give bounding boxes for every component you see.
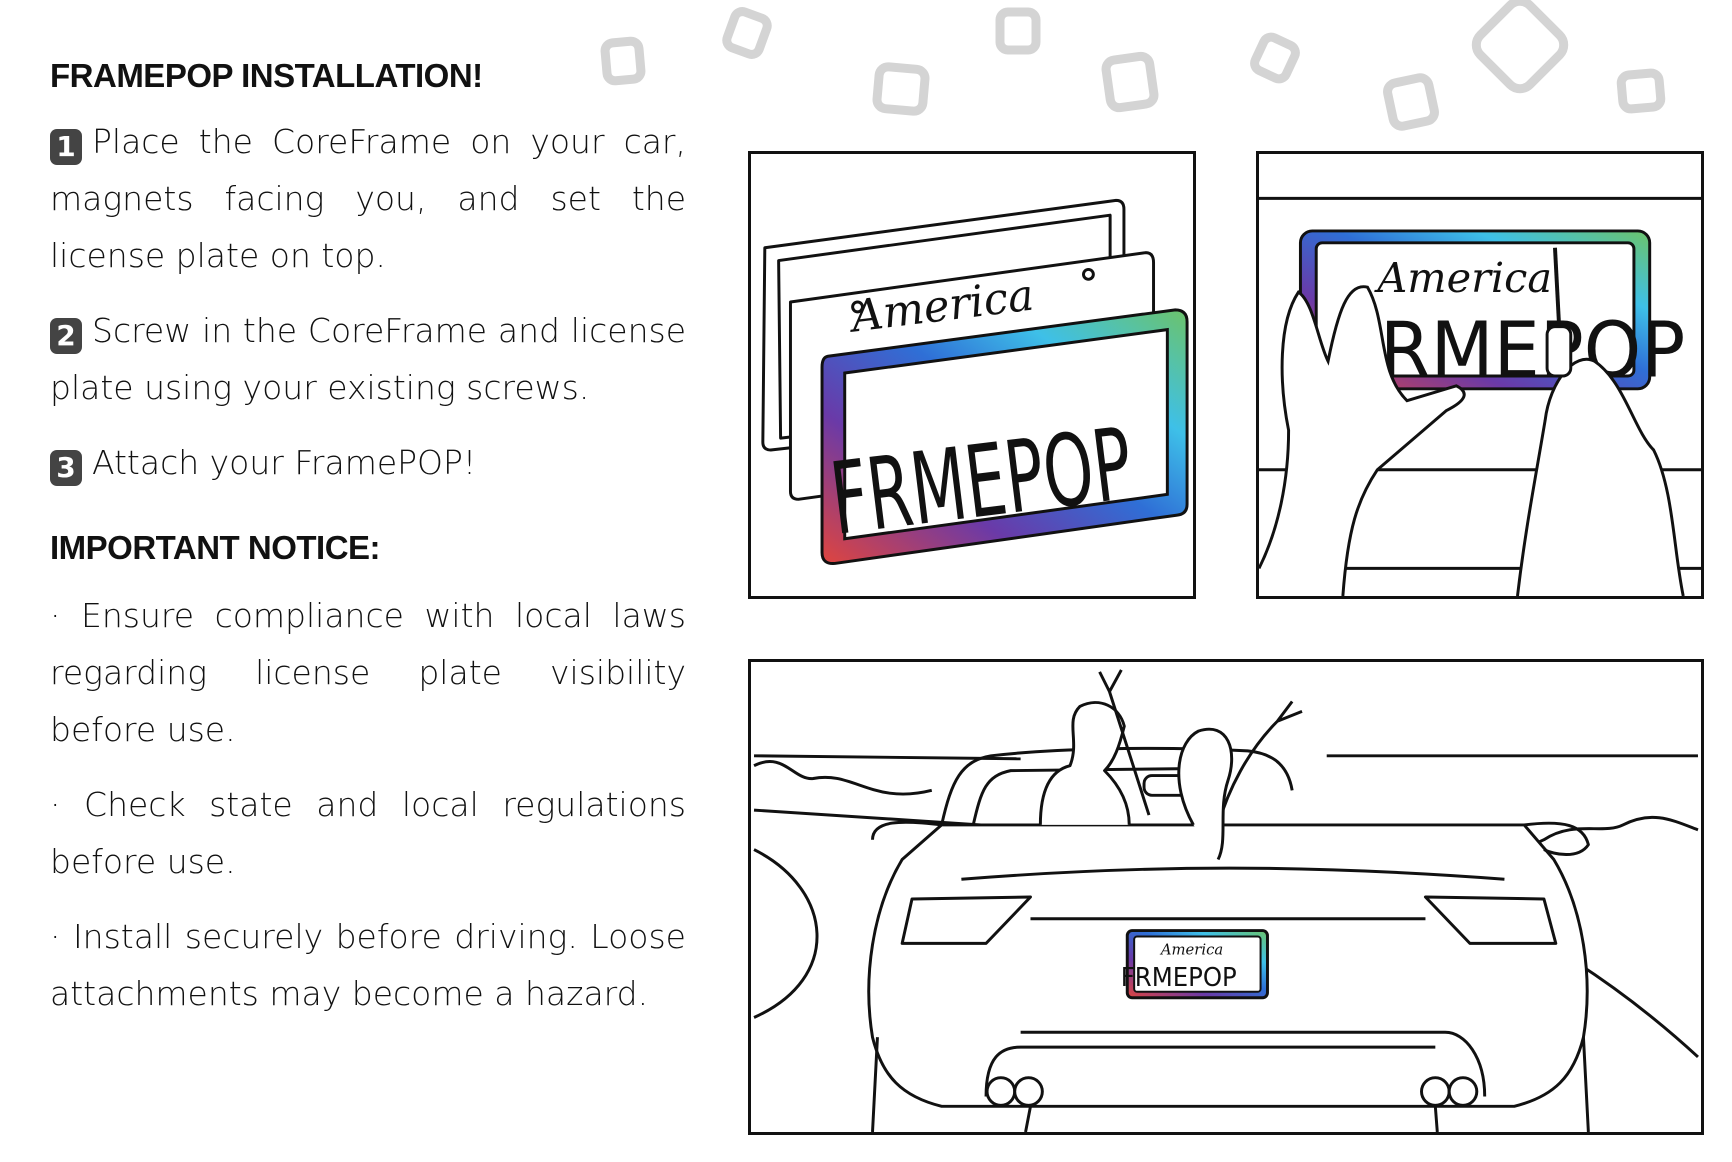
notice-item: · Install securely before driving. Loose… <box>50 917 686 1013</box>
plate-number-text: FRMEPOP <box>1338 306 1685 395</box>
notice-title: IMPORTANT NOTICE: <box>50 529 381 566</box>
notice-item: · Ensure compliance with local laws rega… <box>50 596 686 749</box>
step-text: Attach your FramePOP! <box>92 443 477 482</box>
illustration-step-3: America FRMEPOP <box>748 659 1704 1135</box>
step-text: Screw in the CoreFrame and license plate… <box>50 311 686 407</box>
screwing-plate-illustration: America FRMEPOP <box>1259 196 1701 596</box>
step-3: 3 Attach your FramePOP! <box>50 434 686 491</box>
illustration-step-2: America FRMEPOP <box>1256 151 1704 599</box>
plate-state-text: America <box>1159 941 1223 958</box>
notice-item: · Check state and local regulations befo… <box>50 785 686 881</box>
plate-number-text: FRMEPOP <box>1121 962 1237 992</box>
plate-state-text: America <box>1373 254 1552 302</box>
step-text: Place the CoreFrame on your car, magnets… <box>50 122 686 275</box>
convertible-car-illustration: America FRMEPOP <box>753 669 1699 1132</box>
step-number-badge: 1 <box>50 129 82 165</box>
illustration-step-1: America FRMEPOP <box>748 151 1196 599</box>
frame-layers-illustration: America FRMEPOP <box>761 198 1189 565</box>
step-number-badge: 2 <box>50 318 82 354</box>
step-number-badge: 3 <box>50 450 82 486</box>
decorative-squares <box>600 0 1666 131</box>
page-title: FRAMEPOP INSTALLATION! <box>50 57 483 94</box>
